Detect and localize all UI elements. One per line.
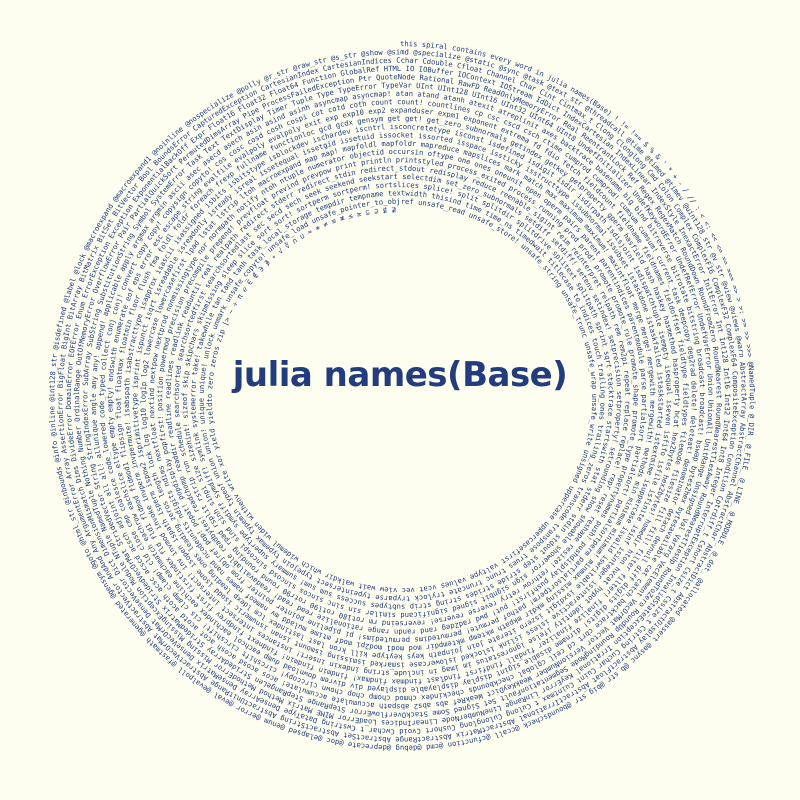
page-title: julia names(Base) <box>232 355 568 395</box>
